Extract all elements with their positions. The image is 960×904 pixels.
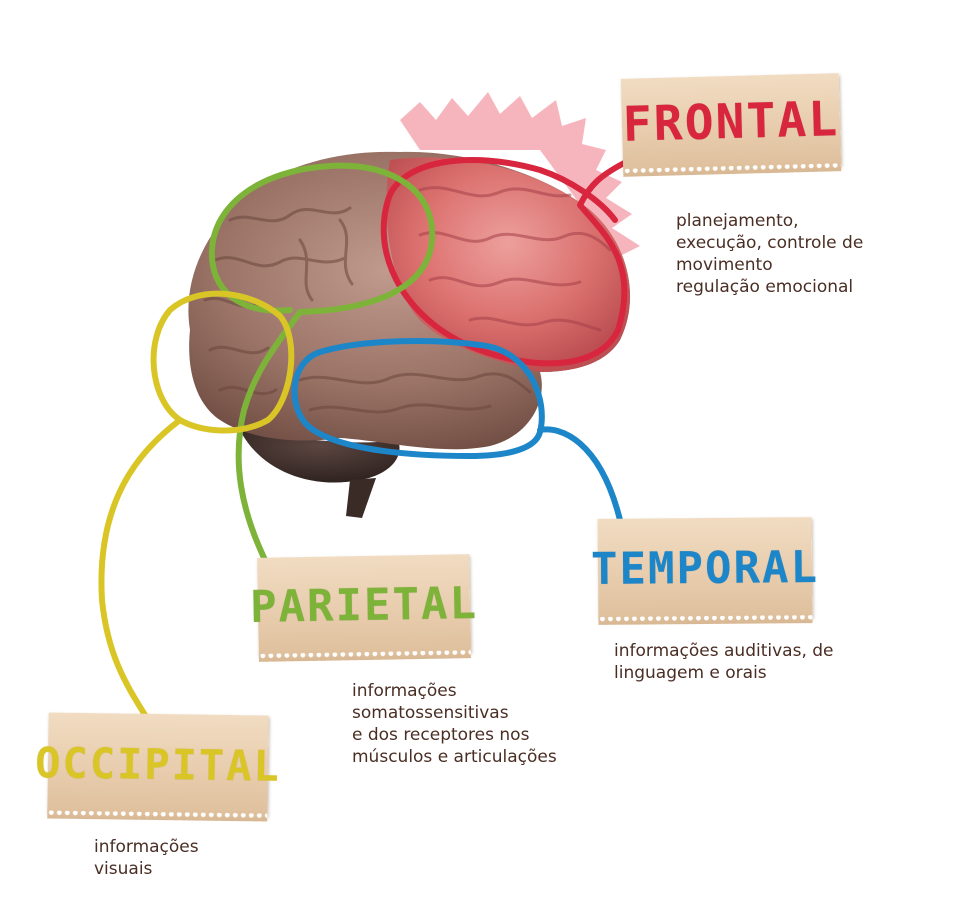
occipital-label-card: OCCIPITAL — [47, 712, 268, 815]
frontal-description: planejamento, execução, controle de movi… — [676, 210, 863, 298]
parietal-title: PARIETAL — [257, 554, 471, 656]
temporal-label-card: TEMPORAL — [598, 517, 813, 619]
frontal-desc-line: execução, controle de — [676, 232, 863, 254]
parietal-label-card: PARIETAL — [257, 554, 471, 656]
parietal-desc-line: e dos receptores nos — [352, 724, 557, 746]
frontal-label-card: FRONTAL — [621, 73, 841, 171]
frontal-desc-line: planejamento, — [676, 210, 863, 232]
parietal-desc-line: informações — [352, 680, 557, 702]
occipital-title: OCCIPITAL — [47, 712, 268, 815]
frontal-desc-line: regulação emocional — [676, 276, 863, 298]
parietal-desc-line: músculos e articulações — [352, 746, 557, 768]
parietal-description: informações somatossensitivas e dos rece… — [352, 680, 557, 768]
occipital-description: informações visuais — [94, 836, 199, 880]
temporal-desc-line: linguagem e orais — [614, 662, 834, 684]
temporal-description: informações auditivas, de linguagem e or… — [614, 640, 834, 684]
occipital-desc-line: informações — [94, 836, 199, 858]
parietal-desc-line: somatossensitivas — [352, 702, 557, 724]
occipital-desc-line: visuais — [94, 858, 199, 880]
temporal-desc-line: informações auditivas, de — [614, 640, 834, 662]
brain-stem — [346, 478, 376, 518]
frontal-title: FRONTAL — [621, 73, 841, 171]
frontal-desc-line: movimento — [676, 254, 863, 276]
temporal-title: TEMPORAL — [598, 517, 813, 619]
